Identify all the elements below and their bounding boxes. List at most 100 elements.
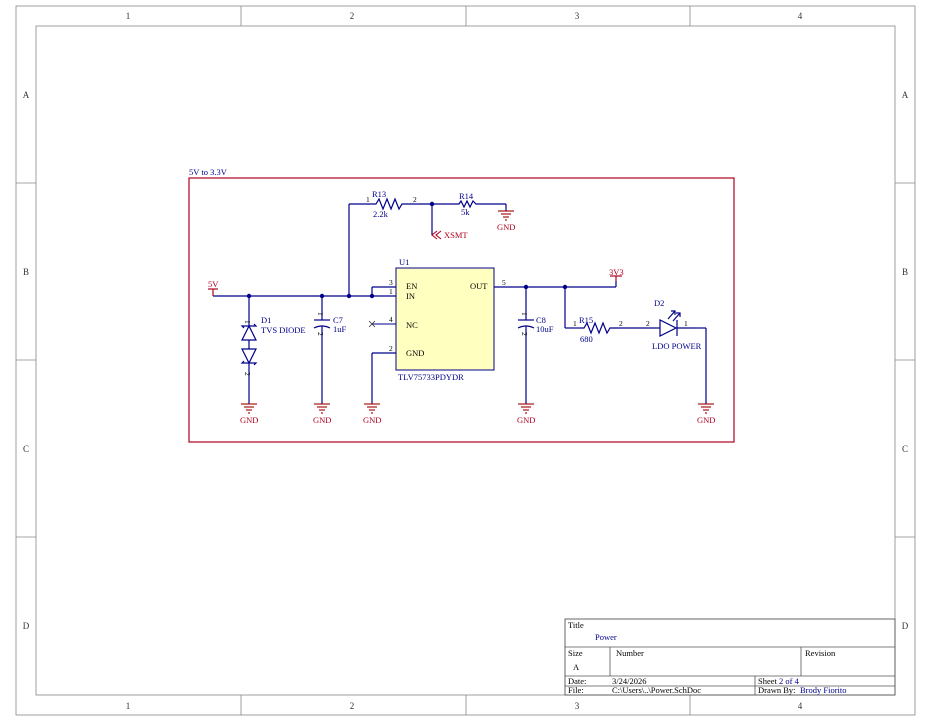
title-block-border bbox=[564, 618, 896, 696]
ground-symbol-c7[interactable]: GND bbox=[313, 403, 331, 425]
row-label-left-d: D bbox=[23, 621, 30, 631]
junction-dot bbox=[562, 284, 568, 290]
r14-value: 5k bbox=[461, 207, 470, 217]
resistor-r13[interactable]: R13 2.2k 1 2 bbox=[366, 189, 417, 219]
sheet-value: 2 of 4 bbox=[779, 676, 800, 686]
u1-pin-num-nc: 4 bbox=[389, 315, 393, 324]
u1-pin-num-gnd: 2 bbox=[389, 344, 393, 353]
resistor-r15[interactable]: R15 680 1 2 bbox=[573, 315, 623, 344]
r14-designator: R14 bbox=[459, 191, 474, 201]
c7-pin2: 2 bbox=[316, 332, 325, 336]
u1-part-number: TLV75733PDYDR bbox=[398, 372, 464, 382]
net-label-xsmt-text: XSMT bbox=[444, 230, 468, 240]
c7-value: 1uF bbox=[333, 324, 347, 334]
column-label-top-1: 1 bbox=[126, 11, 131, 21]
row-label-left-b: B bbox=[23, 267, 29, 277]
c8-value: 10uF bbox=[536, 324, 554, 334]
u1-pin-num-in: 1 bbox=[389, 287, 393, 296]
d1-pin2: 2 bbox=[243, 372, 252, 376]
title-label: Title bbox=[568, 620, 584, 630]
ground-symbol-u1[interactable]: GND bbox=[363, 403, 381, 425]
d1-pin1: 1 bbox=[243, 320, 252, 324]
ground-label: GND bbox=[517, 415, 535, 425]
row-label-right-d: D bbox=[902, 621, 909, 631]
power-port-5v[interactable]: 5V bbox=[208, 279, 219, 296]
r13-designator: R13 bbox=[372, 189, 386, 199]
wires bbox=[213, 203, 707, 404]
column-label-bottom-1: 1 bbox=[126, 701, 131, 711]
ic-u1-ldo[interactable]: U1 TLV75733PDYDR EN IN NC GND OUT 3 1 4 … bbox=[368, 257, 506, 382]
power-port-3v3[interactable]: 3V3 bbox=[609, 267, 624, 281]
d2-pin2: 2 bbox=[646, 319, 650, 328]
file-label: File: bbox=[568, 685, 584, 695]
column-label-top-4: 4 bbox=[798, 11, 803, 21]
ground-symbol-c8[interactable]: GND bbox=[517, 403, 535, 425]
u1-pin-name-nc: NC bbox=[406, 320, 418, 330]
r13-value: 2.2k bbox=[373, 209, 389, 219]
row-label-right-b: B bbox=[902, 267, 908, 277]
column-label-bottom-3: 3 bbox=[575, 701, 580, 711]
ground-label: GND bbox=[697, 415, 715, 425]
d2-pin1: 1 bbox=[684, 319, 688, 328]
ground-symbol-r14[interactable]: GND bbox=[497, 210, 515, 232]
frame-outer bbox=[15, 5, 916, 716]
d2-value: LDO POWER bbox=[652, 341, 702, 351]
c7-designator: C7 bbox=[333, 315, 343, 325]
drawing-frame: 1 2 3 4 1 2 3 4 A B C D A B C D bbox=[15, 5, 916, 716]
d1-designator: D1 bbox=[261, 315, 271, 325]
net-label-xsmt[interactable]: XSMT bbox=[431, 230, 468, 240]
u1-pin-name-in: IN bbox=[406, 291, 415, 301]
ground-label: GND bbox=[363, 415, 381, 425]
r15-value: 680 bbox=[580, 334, 593, 344]
c7-pin1: 1 bbox=[316, 312, 325, 316]
junction-dot bbox=[246, 293, 252, 299]
date-label: Date: bbox=[568, 676, 586, 686]
column-label-top-2: 2 bbox=[350, 11, 355, 21]
u1-pin-num-out: 5 bbox=[502, 278, 506, 287]
column-label-bottom-2: 2 bbox=[350, 701, 355, 711]
capacitor-c8[interactable]: C8 10uF 1 2 bbox=[517, 309, 554, 337]
ground-label: GND bbox=[240, 415, 258, 425]
u1-pin-name-gnd: GND bbox=[406, 348, 424, 358]
drawn-by-value: Brody Fiorito bbox=[800, 685, 847, 695]
title-block: Title Power Size A Number Revision Date:… bbox=[564, 618, 896, 696]
column-label-bottom-4: 4 bbox=[798, 701, 803, 711]
frame-inner bbox=[35, 25, 896, 696]
junction-dot bbox=[369, 293, 375, 299]
u1-pin-num-en: 3 bbox=[389, 278, 393, 287]
u1-pin-name-en: EN bbox=[406, 281, 417, 291]
number-label: Number bbox=[616, 648, 644, 658]
date-value: 3/24/2026 bbox=[612, 676, 646, 686]
ground-symbol-d1[interactable]: GND bbox=[240, 403, 258, 425]
size-value: A bbox=[573, 662, 580, 672]
d1-value: TVS DIODE bbox=[261, 325, 306, 335]
power-port-5v-label: 5V bbox=[208, 279, 219, 289]
ground-symbol-d2[interactable]: GND bbox=[697, 403, 715, 425]
size-label: Size bbox=[568, 648, 583, 658]
junction-dot bbox=[429, 201, 435, 207]
junction-dot bbox=[346, 293, 352, 299]
title-value: Power bbox=[595, 632, 617, 642]
sheet-section-border bbox=[188, 177, 735, 443]
column-label-top-3: 3 bbox=[575, 11, 580, 21]
led-d2[interactable]: D2 LDO POWER 2 1 bbox=[646, 298, 702, 351]
junction-dot bbox=[319, 293, 325, 299]
drawn-by-label: Drawn By: bbox=[758, 685, 796, 695]
c8-pin1: 1 bbox=[520, 312, 529, 316]
power-port-3v3-label: 3V3 bbox=[609, 267, 624, 277]
file-value: C:\Users\..\Power.SchDoc bbox=[612, 685, 701, 695]
junction-dot bbox=[523, 284, 529, 290]
r13-pin2: 2 bbox=[413, 195, 417, 204]
r15-pin1: 1 bbox=[573, 319, 577, 328]
capacitor-c7[interactable]: C7 1uF 1 2 bbox=[313, 309, 347, 337]
u1-designator: U1 bbox=[399, 257, 409, 267]
sheet-section-box[interactable]: 5V to 3.3V bbox=[188, 167, 735, 443]
sheet-section-title: 5V to 3.3V bbox=[189, 167, 228, 177]
resistor-r14[interactable]: R14 5k bbox=[456, 191, 478, 217]
r15-pin2: 2 bbox=[619, 319, 623, 328]
ground-label: GND bbox=[313, 415, 331, 425]
c8-pin2: 2 bbox=[520, 332, 529, 336]
revision-label: Revision bbox=[805, 648, 836, 658]
tvs-diode-d1[interactable]: D1 TVS DIODE 1 2 bbox=[240, 310, 306, 378]
